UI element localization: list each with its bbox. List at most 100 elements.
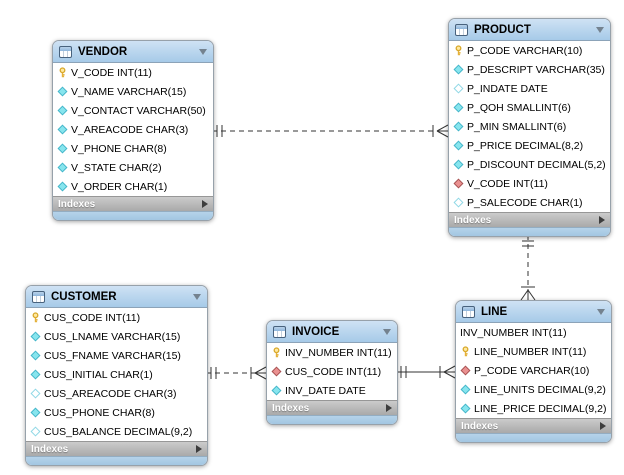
column-row[interactable]: V_ORDER CHAR(1) bbox=[53, 177, 213, 196]
expand-right-icon[interactable] bbox=[196, 445, 202, 453]
column-row[interactable]: P_CODE VARCHAR(10) bbox=[456, 361, 611, 380]
attribute-icon bbox=[453, 64, 464, 75]
attribute-icon bbox=[30, 331, 41, 342]
column-label: P_PRICE DECIMAL(8,2) bbox=[467, 139, 584, 152]
table-bottom-strip bbox=[456, 433, 611, 442]
attribute-nullable-icon bbox=[30, 388, 41, 399]
table-header-product[interactable]: PRODUCT bbox=[449, 19, 610, 41]
attribute-icon bbox=[57, 143, 68, 154]
table-header-customer[interactable]: CUSTOMER bbox=[26, 286, 207, 308]
chevron-down-icon[interactable] bbox=[597, 308, 605, 315]
primary-key-icon bbox=[57, 67, 68, 78]
column-row[interactable]: LINE_NUMBER INT(11) bbox=[456, 342, 611, 361]
column-row[interactable]: CUS_CODE INT(11) bbox=[26, 308, 207, 327]
relationship-invoice-line[interactable] bbox=[396, 365, 456, 379]
column-label: P_CODE VARCHAR(10) bbox=[474, 364, 590, 377]
column-row[interactable]: INV_NUMBER INT(11) bbox=[456, 323, 611, 342]
column-row[interactable]: V_AREACODE CHAR(3) bbox=[53, 120, 213, 139]
chevron-down-icon[interactable] bbox=[596, 26, 604, 33]
column-label: LINE_UNITS DECIMAL(9,2) bbox=[474, 383, 606, 396]
column-row[interactable]: P_QOH SMALLINT(6) bbox=[449, 98, 610, 117]
attribute-icon bbox=[57, 105, 68, 116]
column-row[interactable]: LINE_PRICE DECIMAL(9,2) bbox=[456, 399, 611, 418]
indexes-footer[interactable]: Indexes bbox=[456, 418, 611, 433]
table-title: PRODUCT bbox=[474, 23, 531, 36]
primary-key-icon bbox=[453, 45, 464, 56]
indexes-label: Indexes bbox=[58, 198, 96, 210]
chevron-down-icon[interactable] bbox=[199, 48, 207, 55]
column-row[interactable]: V_PHONE CHAR(8) bbox=[53, 139, 213, 158]
table-header-line[interactable]: LINE bbox=[456, 301, 611, 323]
expand-right-icon[interactable] bbox=[386, 404, 392, 412]
column-list: INV_NUMBER INT(11)LINE_NUMBER INT(11) P_C… bbox=[456, 323, 611, 418]
column-label: INV_DATE DATE bbox=[285, 384, 366, 397]
table-header-invoice[interactable]: INVOICE bbox=[267, 321, 397, 343]
column-row[interactable]: CUS_LNAME VARCHAR(15) bbox=[26, 327, 207, 346]
relationship-vendor-product[interactable] bbox=[212, 124, 449, 138]
column-row[interactable]: P_DISCOUNT DECIMAL(5,2) bbox=[449, 155, 610, 174]
column-row[interactable]: P_MIN SMALLINT(6) bbox=[449, 117, 610, 136]
table-title: VENDOR bbox=[78, 45, 128, 58]
table-bottom-strip bbox=[53, 211, 213, 220]
expand-right-icon[interactable] bbox=[202, 200, 208, 208]
primary-key-icon bbox=[460, 346, 471, 357]
indexes-footer[interactable]: Indexes bbox=[267, 400, 397, 415]
chevron-down-icon[interactable] bbox=[383, 328, 391, 335]
attribute-icon bbox=[57, 181, 68, 192]
table-product[interactable]: PRODUCT P_CODE VARCHAR(10)P_DESCRIPT VARC… bbox=[448, 18, 611, 237]
column-row[interactable]: CUS_AREACODE CHAR(3) bbox=[26, 384, 207, 403]
column-label: CUS_CODE INT(11) bbox=[285, 365, 382, 378]
attribute-icon bbox=[453, 140, 464, 151]
column-row[interactable]: INV_DATE DATE bbox=[267, 381, 397, 400]
foreign-key-icon bbox=[271, 366, 282, 377]
attribute-icon bbox=[453, 159, 464, 170]
column-row[interactable]: V_STATE CHAR(2) bbox=[53, 158, 213, 177]
column-list: INV_NUMBER INT(11) CUS_CODE INT(11) INV_DA… bbox=[267, 343, 397, 400]
attribute-icon bbox=[57, 124, 68, 135]
column-row[interactable]: V_CODE INT(11) bbox=[53, 63, 213, 82]
expand-right-icon[interactable] bbox=[599, 216, 605, 224]
indexes-footer[interactable]: Indexes bbox=[53, 196, 213, 211]
attribute-nullable-icon bbox=[30, 426, 41, 437]
relationship-product-line[interactable] bbox=[520, 235, 536, 301]
column-label: P_MIN SMALLINT(6) bbox=[467, 120, 567, 133]
indexes-footer[interactable]: Indexes bbox=[449, 212, 610, 227]
column-row[interactable]: LINE_UNITS DECIMAL(9,2) bbox=[456, 380, 611, 399]
indexes-footer[interactable]: Indexes bbox=[26, 441, 207, 456]
table-header-vendor[interactable]: VENDOR bbox=[53, 41, 213, 63]
column-label: CUS_LNAME VARCHAR(15) bbox=[44, 330, 181, 343]
table-vendor[interactable]: VENDOR V_CODE INT(11)V_NAME VARCHAR(15) V_… bbox=[52, 40, 214, 221]
indexes-label: Indexes bbox=[272, 402, 310, 414]
column-row[interactable]: P_PRICE DECIMAL(8,2) bbox=[449, 136, 610, 155]
column-row[interactable]: CUS_INITIAL CHAR(1) bbox=[26, 365, 207, 384]
column-row[interactable]: V_NAME VARCHAR(15) bbox=[53, 82, 213, 101]
column-label: V_STATE CHAR(2) bbox=[71, 161, 162, 174]
indexes-label: Indexes bbox=[454, 214, 492, 226]
column-row[interactable]: P_DESCRIPT VARCHAR(35) bbox=[449, 60, 610, 79]
column-row[interactable]: CUS_CODE INT(11) bbox=[267, 362, 397, 381]
expand-right-icon[interactable] bbox=[600, 422, 606, 430]
attribute-nullable-icon bbox=[453, 197, 464, 208]
chevron-down-icon[interactable] bbox=[193, 293, 201, 300]
column-row[interactable]: P_INDATE DATE bbox=[449, 79, 610, 98]
column-row[interactable]: CUS_PHONE CHAR(8) bbox=[26, 403, 207, 422]
column-row[interactable]: CUS_FNAME VARCHAR(15) bbox=[26, 346, 207, 365]
table-icon bbox=[462, 305, 475, 318]
column-list: P_CODE VARCHAR(10)P_DESCRIPT VARCHAR(35)… bbox=[449, 41, 610, 212]
column-row[interactable]: P_SALECODE CHAR(1) bbox=[449, 193, 610, 212]
table-icon bbox=[273, 325, 286, 338]
column-row[interactable]: P_CODE VARCHAR(10) bbox=[449, 41, 610, 60]
column-row[interactable]: CUS_BALANCE DECIMAL(9,2) bbox=[26, 422, 207, 441]
column-row[interactable]: INV_NUMBER INT(11) bbox=[267, 343, 397, 362]
column-label: P_QOH SMALLINT(6) bbox=[467, 101, 571, 114]
column-row[interactable]: V_CODE INT(11) bbox=[449, 174, 610, 193]
relationship-customer-invoice[interactable] bbox=[206, 366, 267, 380]
attribute-nullable-icon bbox=[453, 83, 464, 94]
table-bottom-strip bbox=[26, 456, 207, 465]
column-label: V_CONTACT VARCHAR(50) bbox=[71, 104, 206, 117]
column-row[interactable]: V_CONTACT VARCHAR(50) bbox=[53, 101, 213, 120]
